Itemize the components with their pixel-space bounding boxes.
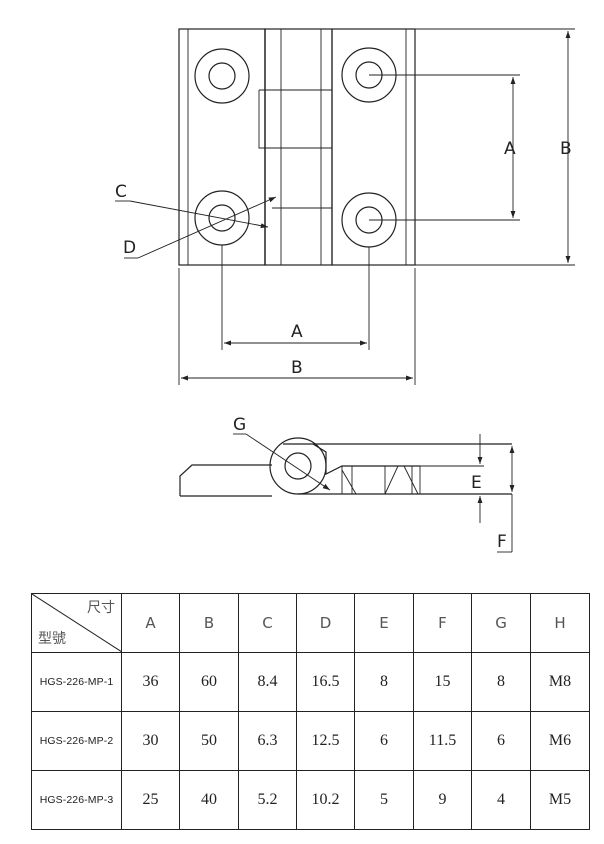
dimension-e-f: E F	[420, 434, 515, 553]
hinge-technical-drawing: A B A B C D	[115, 28, 575, 553]
value-cell: 50	[179, 711, 239, 771]
value-cell: 6	[354, 711, 414, 771]
hinge-top-view	[178, 28, 416, 266]
model-cell: HGS-226-MP-1	[31, 652, 122, 712]
value-cell: M5	[530, 770, 590, 830]
header-h: H	[530, 593, 590, 653]
label-a-bottom: A	[291, 322, 303, 342]
label-e: E	[471, 473, 482, 493]
value-cell: 8	[354, 652, 414, 712]
table-corner-cell: 尺寸 型號	[31, 593, 122, 653]
value-cell: 8.4	[238, 652, 297, 712]
value-cell: 10.2	[296, 770, 355, 830]
label-f: F	[497, 532, 507, 552]
value-cell: 5.2	[238, 770, 297, 830]
value-cell: M6	[530, 711, 590, 771]
value-cell: M8	[530, 652, 590, 712]
label-b-bottom: B	[291, 358, 303, 378]
hinge-side-view: G	[179, 415, 512, 497]
corner-model-label: 型號	[38, 631, 66, 647]
value-cell: 36	[121, 652, 180, 712]
value-cell: 9	[413, 770, 472, 830]
header-e: E	[354, 593, 414, 653]
header-c: C	[238, 593, 297, 653]
header-f: F	[413, 593, 472, 653]
header-g: G	[471, 593, 531, 653]
header-d: D	[296, 593, 355, 653]
label-d: D	[123, 238, 136, 258]
label-c: C	[115, 182, 127, 202]
value-cell: 6.3	[238, 711, 297, 771]
value-cell: 25	[121, 770, 180, 830]
model-cell: HGS-226-MP-3	[31, 770, 122, 830]
table-header-row: 尺寸 型號 A B C D E F G H	[31, 593, 590, 653]
spec-table: 尺寸 型號 A B C D E F G H HGS-226-MP-1 36 60…	[31, 593, 590, 830]
label-b-right: B	[560, 139, 572, 159]
header-b: B	[179, 593, 239, 653]
dimension-c-d: C D	[115, 182, 277, 259]
value-cell: 60	[179, 652, 239, 712]
value-cell: 16.5	[296, 652, 355, 712]
dimension-right: A B	[369, 28, 575, 266]
value-cell: 15	[413, 652, 472, 712]
header-a: A	[121, 593, 180, 653]
label-g: G	[233, 415, 246, 435]
value-cell: 40	[179, 770, 239, 830]
label-a-right: A	[504, 139, 516, 159]
value-cell: 30	[121, 711, 180, 771]
value-cell: 8	[471, 652, 531, 712]
value-cell: 4	[471, 770, 531, 830]
value-cell: 11.5	[413, 711, 472, 771]
dimension-bottom: A B	[178, 245, 416, 385]
model-cell: HGS-226-MP-2	[31, 711, 122, 771]
table-row: HGS-226-MP-2 30 50 6.3 12.5 6 11.5 6 M6	[31, 711, 590, 771]
value-cell: 5	[354, 770, 414, 830]
value-cell: 12.5	[296, 711, 355, 771]
corner-dimension-label: 尺寸	[87, 600, 115, 616]
value-cell: 6	[471, 711, 531, 771]
table-row: HGS-226-MP-3 25 40 5.2 10.2 5 9 4 M5	[31, 770, 590, 830]
table-row: HGS-226-MP-1 36 60 8.4 16.5 8 15 8 M8	[31, 652, 590, 712]
